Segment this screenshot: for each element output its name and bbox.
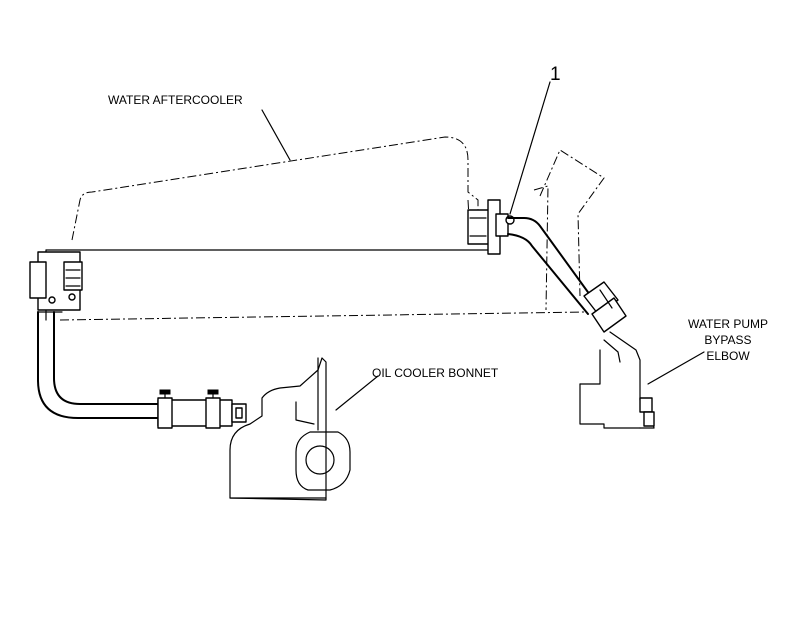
label-water-aftercooler: WATER AFTERCOOLER [108,93,243,107]
leader-callout-1 [509,81,551,215]
callout-number-1: 1 [550,64,561,85]
label-bypass: BYPASS [704,333,751,347]
bypass-tube [507,217,627,333]
label-oil-cooler-bonnet: OIL COOLER BONNET [372,366,499,380]
oil-cooler-bonnet-part [229,357,351,501]
aftercooler-left-cover [29,251,83,313]
leader-water-aftercooler [261,109,291,161]
aftercooler-right-flange [467,199,515,255]
leader-lines [261,81,705,411]
leader-oil-cooler-bonnet [335,375,379,411]
lower-water-tube [37,311,247,429]
label-elbow: ELBOW [706,349,750,363]
leader-water-pump [647,351,705,385]
water-pump-bypass-elbow-part [533,149,655,429]
label-water-pump: WATER PUMP [688,317,768,331]
